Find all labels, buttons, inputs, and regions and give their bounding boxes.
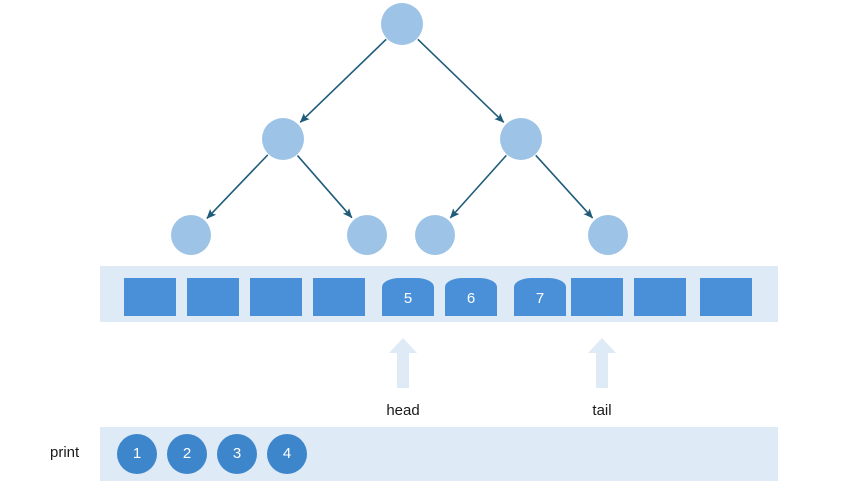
print-item-1[interactable]: 2 <box>167 434 207 474</box>
tree-node-n-rl[interactable] <box>415 215 455 255</box>
tree-node-root[interactable] <box>381 3 423 45</box>
print-item-label: 4 <box>282 445 292 462</box>
edge-l-right <box>296 155 353 219</box>
tree-edge-group <box>206 38 594 219</box>
pointer-up-arrow-icon <box>389 338 417 388</box>
queue-cell-4[interactable]: 5 <box>382 278 434 316</box>
print-item-label: 3 <box>232 445 242 462</box>
print-item-label: 1 <box>132 445 142 462</box>
queue-cell-label: 6 <box>466 290 476 307</box>
pointer-up-arrow-icon <box>588 338 616 388</box>
tree-node-n-ll[interactable] <box>171 215 211 255</box>
print-label: print <box>50 444 80 461</box>
tree-node-n-lr[interactable] <box>347 215 387 255</box>
tail-pointer-label: tail <box>592 402 612 419</box>
print-item-2[interactable]: 3 <box>217 434 257 474</box>
queue-cell-label: 7 <box>535 290 545 307</box>
queue-cell-label: 5 <box>403 290 413 307</box>
head-pointer-label: head <box>386 402 420 419</box>
edge-root-right <box>417 38 505 123</box>
queue-cell-7[interactable] <box>571 278 623 316</box>
edge-r-right <box>535 154 594 219</box>
print-item-3[interactable]: 4 <box>267 434 307 474</box>
edge-root-left <box>299 38 387 123</box>
tree-node-n-rr[interactable] <box>588 215 628 255</box>
queue-cell-6[interactable]: 7 <box>514 278 566 316</box>
edge-r-left <box>449 154 507 219</box>
queue-cell-1[interactable] <box>187 278 239 316</box>
tree-node-n-r[interactable] <box>500 118 542 160</box>
edge-l-left <box>206 154 269 219</box>
queue-cell-9[interactable] <box>700 278 752 316</box>
queue-cell-8[interactable] <box>634 278 686 316</box>
queue-cell-5[interactable]: 6 <box>445 278 497 316</box>
queue-cell-3[interactable] <box>313 278 365 316</box>
tree-edges-layer <box>206 38 594 219</box>
tree-node-n-l[interactable] <box>262 118 304 160</box>
print-row: print 1 2 3 4 <box>0 427 856 481</box>
print-item-label: 2 <box>182 445 192 462</box>
queue-cell-2[interactable] <box>250 278 302 316</box>
queue-band: 5 6 7 <box>100 266 778 322</box>
print-band: 1 2 3 4 <box>100 427 778 481</box>
queue-cell-0[interactable] <box>124 278 176 316</box>
print-item-0[interactable]: 1 <box>117 434 157 474</box>
